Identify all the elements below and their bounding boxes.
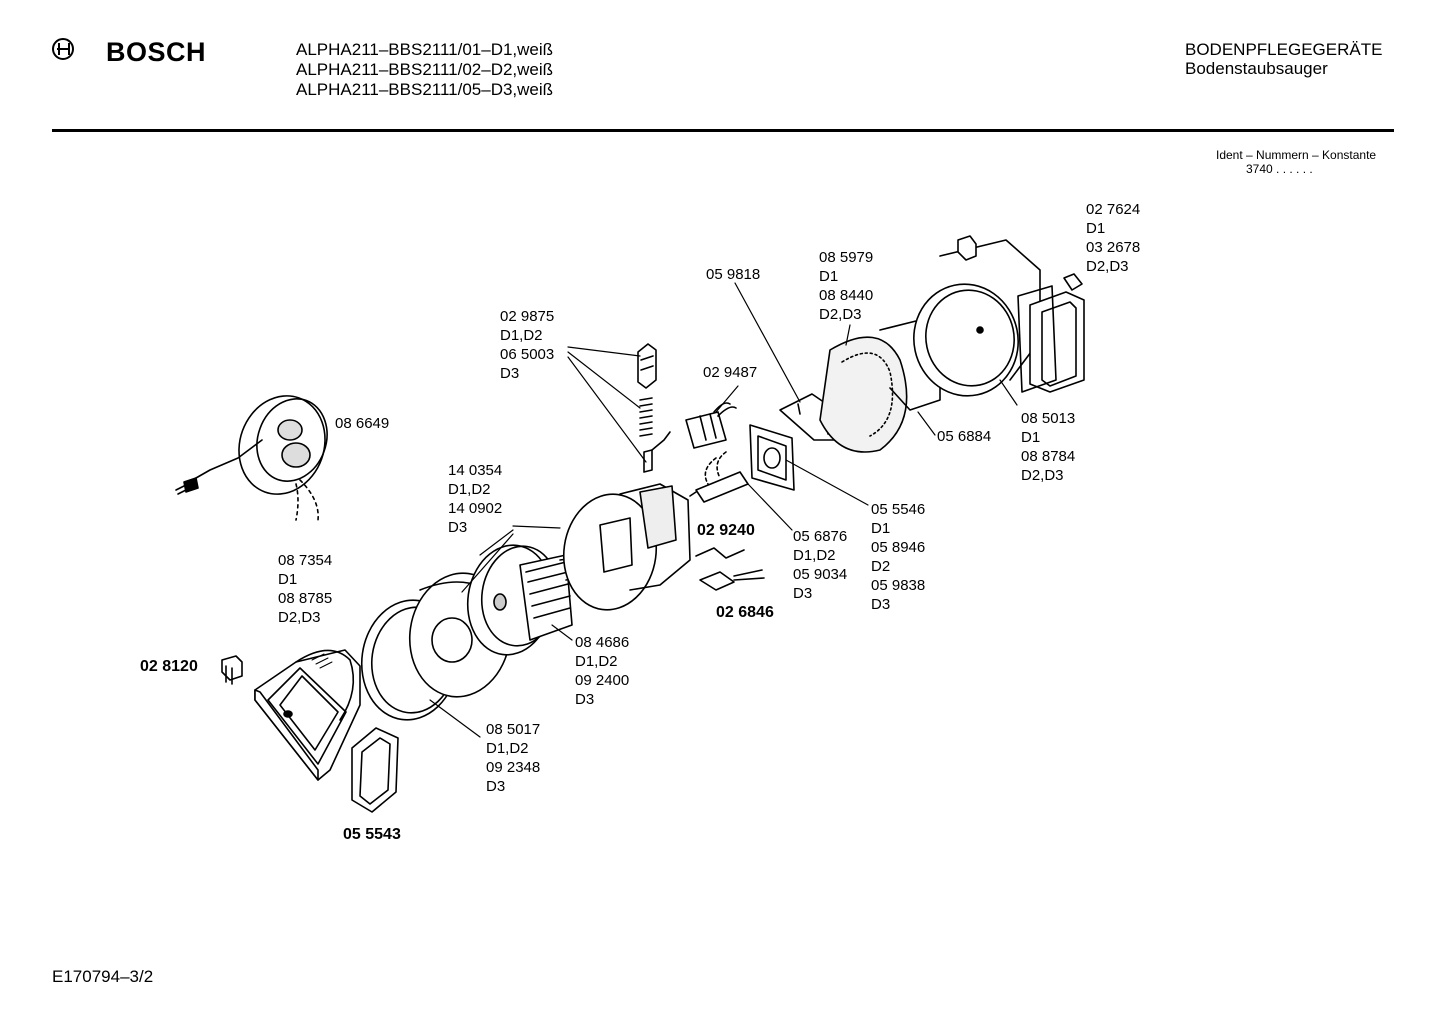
category-block: BODENPFLEGEGERÄTE Bodenstaubsauger [1185,40,1382,78]
part-label-059818: 05 9818 [706,266,761,283]
part-label-028120: 02 8120 [140,658,198,675]
category-subtitle: Bodenstaubsauger [1185,59,1328,78]
part-label-087354: 08 7354 D1 08 8785 D2,D3 [278,552,333,626]
terminal-board-part [685,402,737,449]
filter-frame-part [351,727,399,813]
leader-lines [429,282,1018,738]
part-label-029240: 02 9240 [697,522,755,539]
clip-part [221,655,243,685]
part-label-029875: 02 9875 D1,D2 06 5003 D3 [500,308,555,382]
bosch-logo-icon [52,38,74,60]
ident-block: Ident – Nummern – Konstante 3740 . . . .… [1216,148,1376,176]
suppressor-part [749,424,795,491]
top-clip-part [957,235,1083,291]
switch-part [695,547,765,591]
part-label-029487: 02 9487 [703,364,758,381]
rear-filter-frame-part [1017,285,1085,393]
header-rule [52,129,1394,132]
front-housing-part [254,649,361,781]
capacitor-part [689,451,749,503]
category-title: BODENPFLEGEGERÄTE [1185,40,1383,59]
part-label-055543: 05 5543 [343,826,401,843]
ident-value: 3740 . . . . . . [1246,162,1313,176]
part-label-085013: 08 5013 D1 08 8784 D2,D3 [1021,410,1076,484]
part-label-086649: 08 6649 [335,415,390,432]
armature-part [519,554,593,641]
document-code: E170794–3/2 [52,967,154,986]
model-line: ALPHA211–BBS2111/05–D3,weiß [296,80,554,99]
part-label-084686: 08 4686 D1,D2 09 2400 D3 [575,634,630,708]
motor-housing-part [562,483,691,611]
model-line: ALPHA211–BBS2111/02–D2,weiß [296,60,554,79]
part-label-140354: 14 0354 D1,D2 14 0902 D3 [448,462,503,536]
brush-part [637,343,671,473]
model-line: ALPHA211–BBS2111/01–D1,weiß [296,40,554,59]
cord-reel-part [175,395,328,521]
part-label-026846: 02 6846 [716,604,774,621]
ident-title: Ident – Nummern – Konstante [1216,148,1377,162]
part-label-056876: 05 6876 D1,D2 05 9034 D3 [793,528,848,602]
brand-name: BOSCH [106,37,207,67]
rear-housing-part [913,239,1041,397]
part-label-056884: 05 6884 [937,428,992,445]
part-label-055546: 05 5546 D1 05 8946 D2 05 9838 D3 [871,501,926,613]
part-label-085979: 08 5979 D1 08 8440 D2,D3 [819,249,874,323]
part-label-027624: 02 7624 D1 03 2678 D2,D3 [1086,201,1141,275]
part-label-085017: 08 5017 D1,D2 09 2348 D3 [486,721,541,795]
model-list: ALPHA211–BBS2111/01–D1,weiß ALPHA211–BBS… [296,40,553,100]
